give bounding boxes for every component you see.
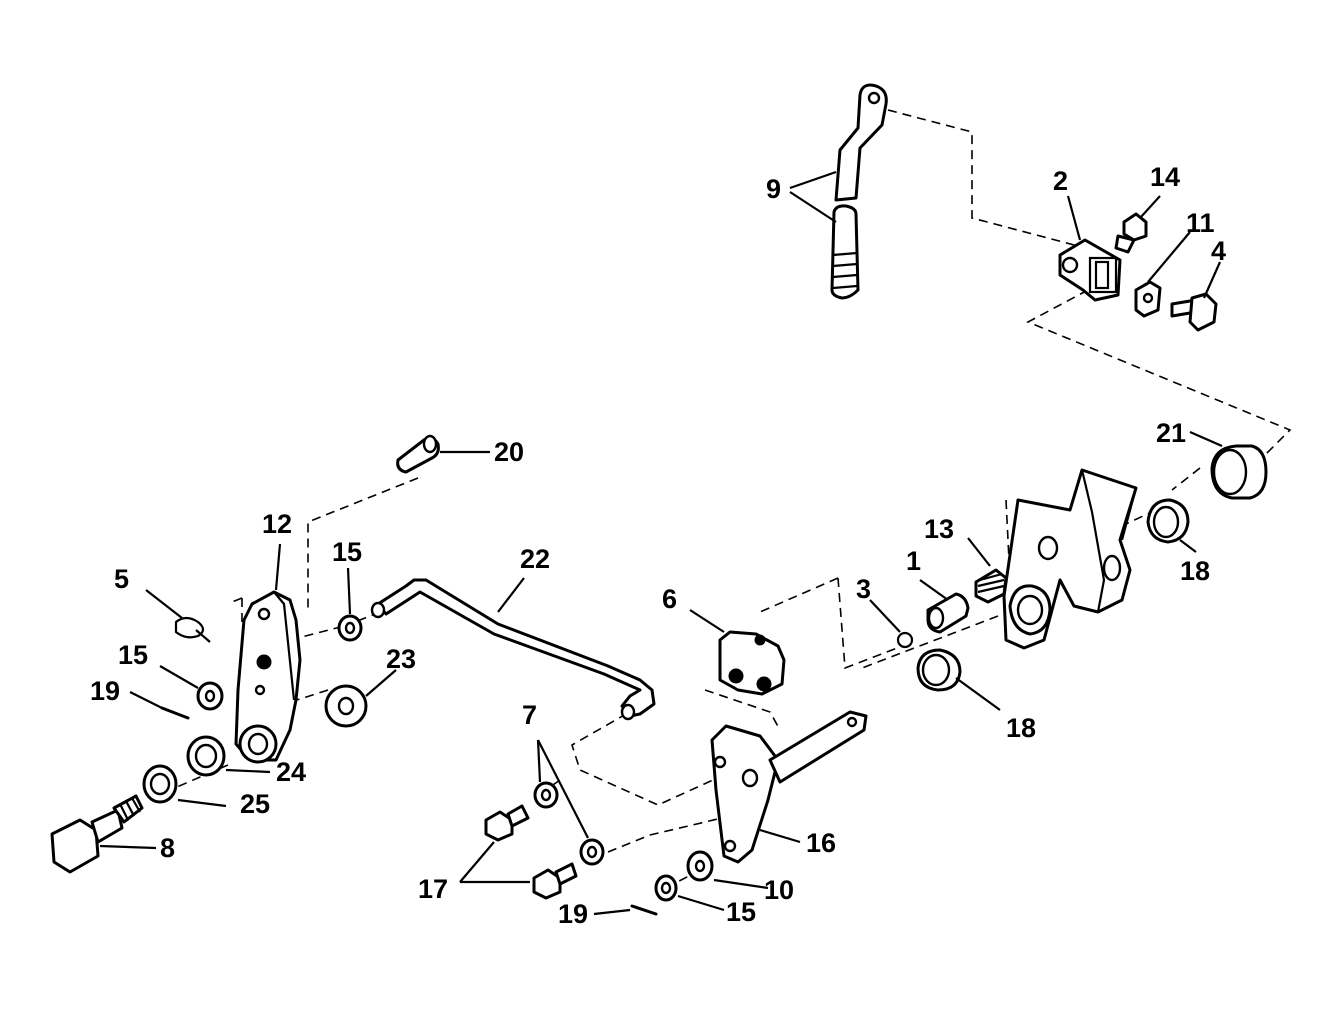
washer-part-15-left — [196, 681, 224, 711]
washer-part-23 — [324, 684, 368, 728]
shift-lever-part-16 — [710, 710, 868, 864]
washer-part-7-upper — [533, 781, 559, 809]
callout-7: 7 — [522, 700, 537, 730]
spring-clip-part-5 — [174, 616, 211, 643]
callout-21: 21 — [1156, 418, 1186, 448]
callout-23: 23 — [386, 644, 416, 674]
callout-2: 2 — [1053, 166, 1068, 196]
callout-1: 1 — [906, 546, 921, 576]
bushing-part-21 — [1210, 444, 1268, 500]
callout-15-left: 15 — [118, 640, 148, 670]
callout-19-bottom: 19 — [558, 899, 588, 929]
shift-arm-part-12 — [234, 590, 302, 764]
pin-part-20 — [396, 434, 440, 474]
washer-part-7-lower — [579, 838, 605, 866]
screw-part-14 — [1114, 212, 1148, 254]
callout-24: 24 — [276, 757, 306, 787]
cotter-pin-part-19-bottom — [630, 904, 658, 916]
ball-part-3 — [896, 631, 914, 649]
callout-4: 4 — [1211, 236, 1226, 266]
callout-17: 17 — [418, 874, 448, 904]
callout-12: 12 — [262, 509, 292, 539]
callout-5: 5 — [114, 564, 129, 594]
clamp-bracket-part-2 — [1058, 238, 1122, 302]
clip-nut-part-11 — [1134, 280, 1162, 318]
callout-8: 8 — [160, 833, 175, 863]
screw-part-17-upper — [484, 804, 530, 842]
shoulder-bolt-part-8 — [50, 794, 144, 874]
callout-22: 22 — [520, 544, 550, 574]
housing-casting — [1002, 468, 1138, 650]
callout-18-upper: 18 — [1180, 556, 1210, 586]
flanged-bushing-part-18-lower — [916, 648, 962, 692]
callout-18-lower: 18 — [1006, 713, 1036, 743]
wave-washer-part-24 — [186, 735, 226, 777]
cotter-pin-part-19-left — [160, 706, 190, 720]
detent-cam-part-6 — [718, 630, 786, 696]
callout-9: 9 — [766, 174, 781, 204]
shift-rod-part-22 — [370, 578, 656, 721]
washer-part-15-bottom — [654, 874, 678, 902]
washer-part-10 — [686, 850, 714, 882]
callout-25: 25 — [240, 789, 270, 819]
leader-lines — [99, 170, 1223, 916]
callout-14: 14 — [1150, 162, 1180, 192]
washer-part-15-middle — [337, 614, 363, 642]
callout-20: 20 — [494, 437, 524, 467]
bolt-part-4 — [1170, 292, 1218, 332]
callout-11: 11 — [1186, 208, 1215, 238]
callout-10: 10 — [764, 875, 794, 905]
callout-19-left: 19 — [90, 676, 120, 706]
callout-6: 6 — [662, 584, 677, 614]
callout-16: 16 — [806, 828, 836, 858]
plunger-part-1 — [926, 592, 970, 634]
spring-part-13 — [974, 568, 1008, 604]
screw-part-17-lower — [532, 862, 578, 900]
washer-part-25 — [142, 764, 178, 804]
flanged-bushing-part-18-upper — [1146, 498, 1190, 544]
callout-13: 13 — [924, 514, 954, 544]
callout-3: 3 — [856, 574, 871, 604]
callout-15-middle: 15 — [332, 537, 362, 567]
connector-rod-part-9 — [830, 83, 888, 300]
callout-15-bottom: 15 — [726, 897, 756, 927]
callout-labels: 1 2 3 4 5 6 7 8 9 10 11 12 13 14 15 15 1… — [90, 162, 1226, 929]
